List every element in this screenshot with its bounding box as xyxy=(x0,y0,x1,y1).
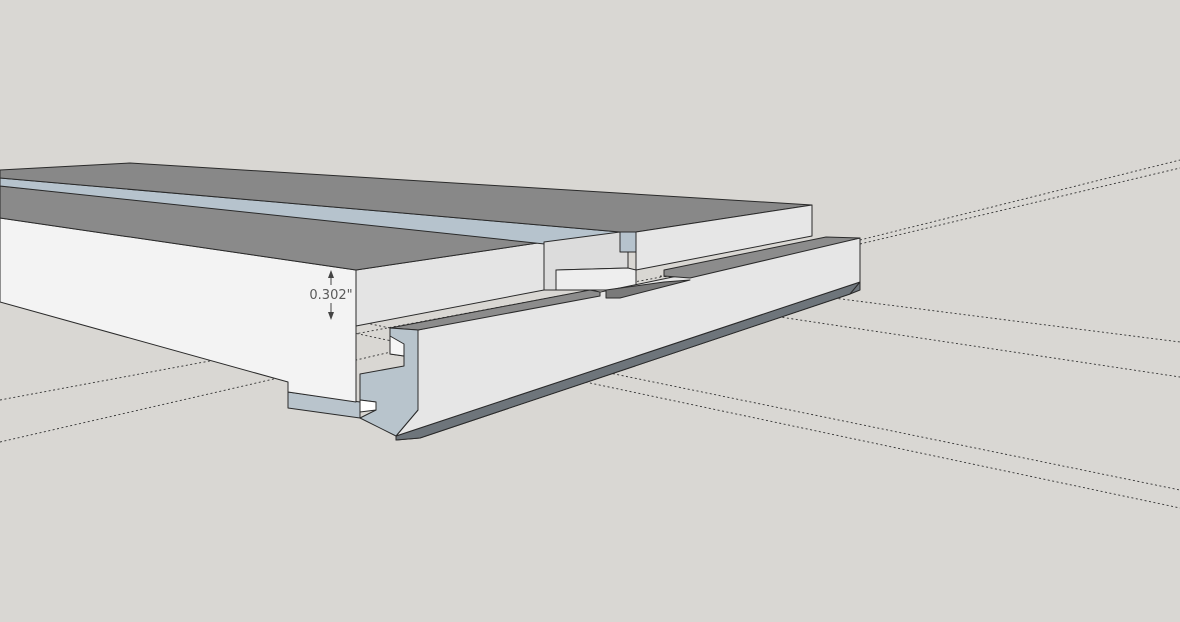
guide-line xyxy=(0,247,1180,491)
dimension-label: 0.302" xyxy=(309,288,352,303)
slab-inner-pocket xyxy=(555,267,637,291)
rail-slot-mid xyxy=(605,279,691,299)
dimension-arrow-bottom-icon xyxy=(328,312,334,320)
rail-profile-inner xyxy=(389,335,405,357)
dimension-marker[interactable]: 0.302" xyxy=(308,270,354,320)
slab-back-end-face xyxy=(635,204,813,271)
guide-line xyxy=(859,159,1180,241)
slab[interactable] xyxy=(0,162,813,419)
dimension-label-bg xyxy=(308,285,354,303)
rail-cross-section xyxy=(359,327,419,437)
t-track-rail[interactable] xyxy=(359,236,861,441)
guide-line xyxy=(0,257,1180,509)
rail-profile-cap xyxy=(359,399,377,413)
rail-top-lip-far xyxy=(663,236,861,279)
dimension-arrow-top-icon xyxy=(328,270,334,278)
guide-line xyxy=(859,167,1180,245)
